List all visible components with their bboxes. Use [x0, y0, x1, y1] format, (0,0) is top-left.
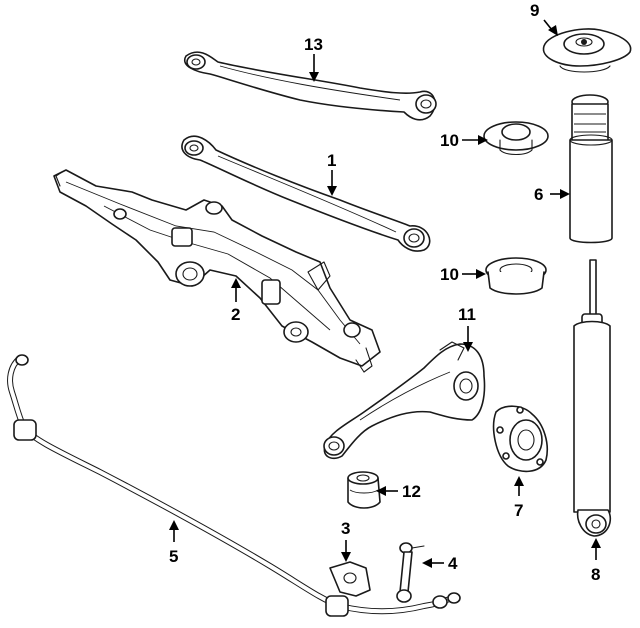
callout-4: 4 [422, 554, 458, 573]
callout-1: 1 [327, 151, 337, 196]
callout-2: 2 [231, 278, 241, 324]
callout-label-12: 12 [402, 482, 421, 501]
part-13-upper-control-arm [183, 51, 437, 121]
part-10-lower-spring-seat [485, 257, 547, 295]
callout-label-8: 8 [591, 565, 600, 584]
callout-8: 8 [591, 538, 601, 584]
part-8-shock-absorber [573, 259, 612, 537]
callout-label-2: 2 [231, 305, 240, 324]
callout-label-13: 13 [304, 35, 323, 54]
callout-11: 11 [458, 305, 476, 352]
part-5-stabilizer-bar [7, 354, 461, 617]
callout-label-4: 4 [448, 554, 458, 573]
callout-label-3: 3 [341, 519, 350, 538]
part-7-hub-bearing [492, 405, 548, 473]
callout-9: 9 [530, 1, 558, 36]
callout-label-10-upper: 10 [440, 131, 459, 150]
callout-label-10-lower: 10 [440, 265, 459, 284]
callout-10-upper: 10 [440, 131, 488, 150]
part-10-upper-spring-seat [483, 121, 549, 156]
callout-10-lower: 10 [440, 265, 486, 284]
callout-label-5: 5 [169, 547, 178, 566]
part-4-stabilizer-link [396, 542, 425, 603]
callout-label-11: 11 [458, 305, 476, 324]
callout-12: 12 [376, 482, 421, 501]
callout-7: 7 [514, 476, 524, 520]
part-2-subframe [53, 169, 381, 373]
callout-13: 13 [304, 35, 323, 82]
callout-5: 5 [169, 520, 179, 566]
part-9-strut-mount [542, 28, 632, 73]
callout-label-1: 1 [327, 151, 336, 170]
part-1-lower-control-arm [181, 135, 431, 252]
part-6-dust-boot [569, 94, 613, 244]
part-3-stabilizer-bushing [329, 561, 371, 597]
part-12-bushing [347, 471, 381, 509]
callout-label-9: 9 [530, 1, 539, 20]
part-11-knuckle [323, 341, 486, 460]
callout-label-7: 7 [514, 501, 523, 520]
callout-3: 3 [341, 519, 351, 562]
callout-6: 6 [534, 185, 570, 204]
callout-label-6: 6 [534, 185, 543, 204]
